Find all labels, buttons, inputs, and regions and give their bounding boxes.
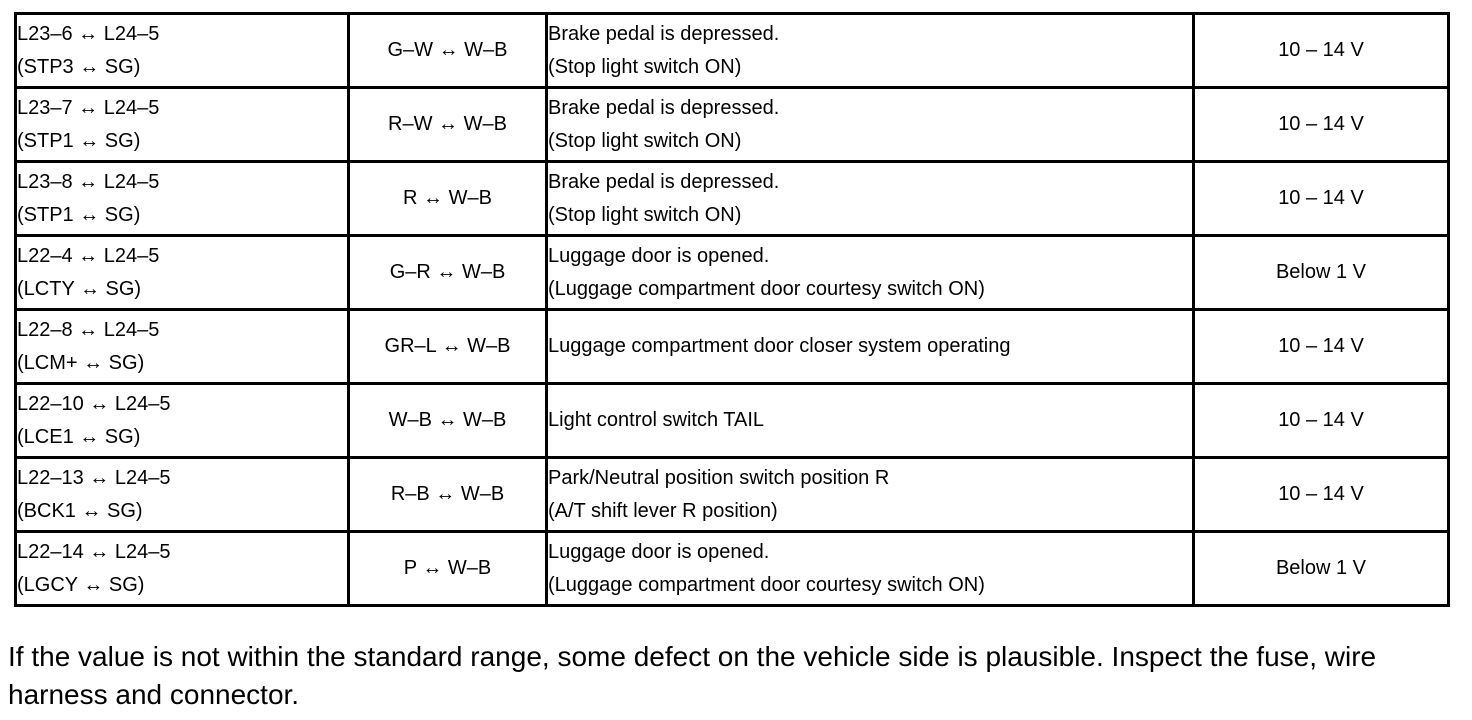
wiring-color: GR–L ↔ W–B bbox=[384, 335, 511, 357]
voltage-cell: 10 – 14 V bbox=[1192, 456, 1450, 533]
condition-line: Park/Neutral position switch position R bbox=[548, 466, 890, 489]
wiring-color: G–R ↔ W–B bbox=[389, 261, 506, 283]
wiring-color: R–B ↔ W–B bbox=[390, 483, 505, 505]
wiring-color: G–W ↔ W–B bbox=[387, 39, 508, 61]
voltage-value: 10 – 14 V bbox=[1278, 483, 1364, 505]
condition-cell: Light control switch TAIL bbox=[545, 382, 1195, 459]
condition-line: Light control switch TAIL bbox=[548, 409, 765, 431]
condition-line: (Stop light switch ON) bbox=[548, 203, 742, 226]
voltage-cell: 10 – 14 V bbox=[1192, 86, 1450, 163]
condition-cell: Luggage door is opened. (Luggage compart… bbox=[545, 234, 1195, 311]
wiring-color: R–W ↔ W–B bbox=[388, 113, 507, 135]
terminal-cell: L22–4 ↔ L24–5 (LCTY ↔ SG) bbox=[14, 234, 350, 311]
condition-line: Brake pedal is depressed. bbox=[548, 170, 780, 193]
footer-note: If the value is not within the standard … bbox=[8, 641, 1377, 710]
condition-cell: Brake pedal is depressed. (Stop light sw… bbox=[545, 160, 1195, 237]
condition-line: Luggage door is opened. bbox=[548, 244, 770, 267]
terminal-line: (BCK1 ↔ SG) bbox=[17, 499, 143, 522]
wiring-color-cell: P ↔ W–B bbox=[347, 530, 548, 607]
wiring-color: R ↔ W–B bbox=[403, 187, 492, 209]
wiring-color-cell: R ↔ W–B bbox=[347, 160, 548, 237]
wiring-color-cell: R–W ↔ W–B bbox=[347, 86, 548, 163]
table-row: L22–13 ↔ L24–5 (BCK1 ↔ SG) R–B ↔ W–B Par… bbox=[14, 456, 1450, 533]
wiring-color-cell: GR–L ↔ W–B bbox=[347, 308, 548, 385]
voltage-cell: 10 – 14 V bbox=[1192, 12, 1450, 89]
table-row: L22–8 ↔ L24–5 (LCM+ ↔ SG) GR–L ↔ W–B Lug… bbox=[14, 308, 1450, 385]
voltage-value: Below 1 V bbox=[1275, 261, 1367, 283]
terminal-line: L23–8 ↔ L24–5 bbox=[17, 170, 160, 193]
condition-cell: Brake pedal is depressed. (Stop light sw… bbox=[545, 86, 1195, 163]
voltage-cell: 10 – 14 V bbox=[1192, 382, 1450, 459]
condition-line: Luggage compartment door closer system o… bbox=[548, 335, 1011, 357]
voltage-cell: Below 1 V bbox=[1192, 530, 1450, 607]
terminal-cell: L23–6 ↔ L24–5 (STP3 ↔ SG) bbox=[14, 12, 350, 89]
terminal-line: (STP1 ↔ SG) bbox=[17, 203, 141, 226]
table-row: L23–6 ↔ L24–5 (STP3 ↔ SG) G–W ↔ W–B Brak… bbox=[14, 12, 1450, 89]
terminal-cell: L23–8 ↔ L24–5 (STP1 ↔ SG) bbox=[14, 160, 350, 237]
voltage-value: 10 – 14 V bbox=[1278, 187, 1364, 209]
table-row: L22–4 ↔ L24–5 (LCTY ↔ SG) G–R ↔ W–B Lugg… bbox=[14, 234, 1450, 311]
voltage-value: 10 – 14 V bbox=[1278, 335, 1364, 357]
condition-line: (Stop light switch ON) bbox=[548, 129, 742, 152]
wiring-color-cell: W–B ↔ W–B bbox=[347, 382, 548, 459]
terminal-line: L22–4 ↔ L24–5 bbox=[17, 244, 160, 267]
terminal-line: L22–8 ↔ L24–5 bbox=[17, 318, 160, 341]
table-row: L22–14 ↔ L24–5 (LGCY ↔ SG) P ↔ W–B Lugga… bbox=[14, 530, 1450, 607]
terminal-line: L22–13 ↔ L24–5 bbox=[17, 466, 171, 489]
terminal-line: (LCE1 ↔ SG) bbox=[17, 425, 141, 448]
wiring-color-cell: R–B ↔ W–B bbox=[347, 456, 548, 533]
terminal-line: L22–14 ↔ L24–5 bbox=[17, 540, 171, 563]
terminal-line: (STP3 ↔ SG) bbox=[17, 55, 141, 78]
terminal-cell: L22–8 ↔ L24–5 (LCM+ ↔ SG) bbox=[14, 308, 350, 385]
voltage-cell: 10 – 14 V bbox=[1192, 160, 1450, 237]
condition-line: Brake pedal is depressed. bbox=[548, 96, 780, 119]
voltage-value: Below 1 V bbox=[1275, 557, 1367, 579]
wiring-color: P ↔ W–B bbox=[403, 557, 492, 579]
condition-line: (Stop light switch ON) bbox=[548, 55, 742, 78]
condition-line: (Luggage compartment door courtesy switc… bbox=[548, 573, 985, 596]
condition-line: (Luggage compartment door courtesy switc… bbox=[548, 277, 985, 300]
terminal-cell: L22–14 ↔ L24–5 (LGCY ↔ SG) bbox=[14, 530, 350, 607]
terminal-line: (LGCY ↔ SG) bbox=[17, 573, 145, 596]
terminal-line: L22–10 ↔ L24–5 bbox=[17, 392, 171, 415]
table-row: L23–7 ↔ L24–5 (STP1 ↔ SG) R–W ↔ W–B Brak… bbox=[14, 86, 1450, 163]
condition-cell: Luggage door is opened. (Luggage compart… bbox=[545, 530, 1195, 607]
terminal-line: L23–6 ↔ L24–5 bbox=[17, 22, 160, 45]
voltage-value: 10 – 14 V bbox=[1278, 39, 1364, 61]
terminal-line: (LCTY ↔ SG) bbox=[17, 277, 142, 300]
condition-line: Luggage door is opened. bbox=[548, 540, 770, 563]
terminal-line: (STP1 ↔ SG) bbox=[17, 129, 141, 152]
terminal-cell: L23–7 ↔ L24–5 (STP1 ↔ SG) bbox=[14, 86, 350, 163]
terminal-voltage-table: L23–6 ↔ L24–5 (STP3 ↔ SG) G–W ↔ W–B Brak… bbox=[14, 12, 1450, 607]
table-row: L23–8 ↔ L24–5 (STP1 ↔ SG) R ↔ W–B Brake … bbox=[14, 160, 1450, 237]
wiring-color-cell: G–R ↔ W–B bbox=[347, 234, 548, 311]
terminal-cell: L22–10 ↔ L24–5 (LCE1 ↔ SG) bbox=[14, 382, 350, 459]
voltage-cell: Below 1 V bbox=[1192, 234, 1450, 311]
voltage-value: 10 – 14 V bbox=[1278, 409, 1364, 431]
condition-cell: Park/Neutral position switch position R … bbox=[545, 456, 1195, 533]
condition-cell: Brake pedal is depressed. (Stop light sw… bbox=[545, 12, 1195, 89]
wiring-color: W–B ↔ W–B bbox=[388, 409, 507, 431]
voltage-value: 10 – 14 V bbox=[1278, 113, 1364, 135]
condition-line: (A/T shift lever R position) bbox=[548, 499, 778, 522]
condition-cell: Luggage compartment door closer system o… bbox=[545, 308, 1195, 385]
wiring-color-cell: G–W ↔ W–B bbox=[347, 12, 548, 89]
terminal-line: (LCM+ ↔ SG) bbox=[17, 351, 145, 374]
voltage-cell: 10 – 14 V bbox=[1192, 308, 1450, 385]
terminal-cell: L22–13 ↔ L24–5 (BCK1 ↔ SG) bbox=[14, 456, 350, 533]
terminal-line: L23–7 ↔ L24–5 bbox=[17, 96, 160, 119]
table-row: L22–10 ↔ L24–5 (LCE1 ↔ SG) W–B ↔ W–B Lig… bbox=[14, 382, 1450, 459]
condition-line: Brake pedal is depressed. bbox=[548, 22, 780, 45]
